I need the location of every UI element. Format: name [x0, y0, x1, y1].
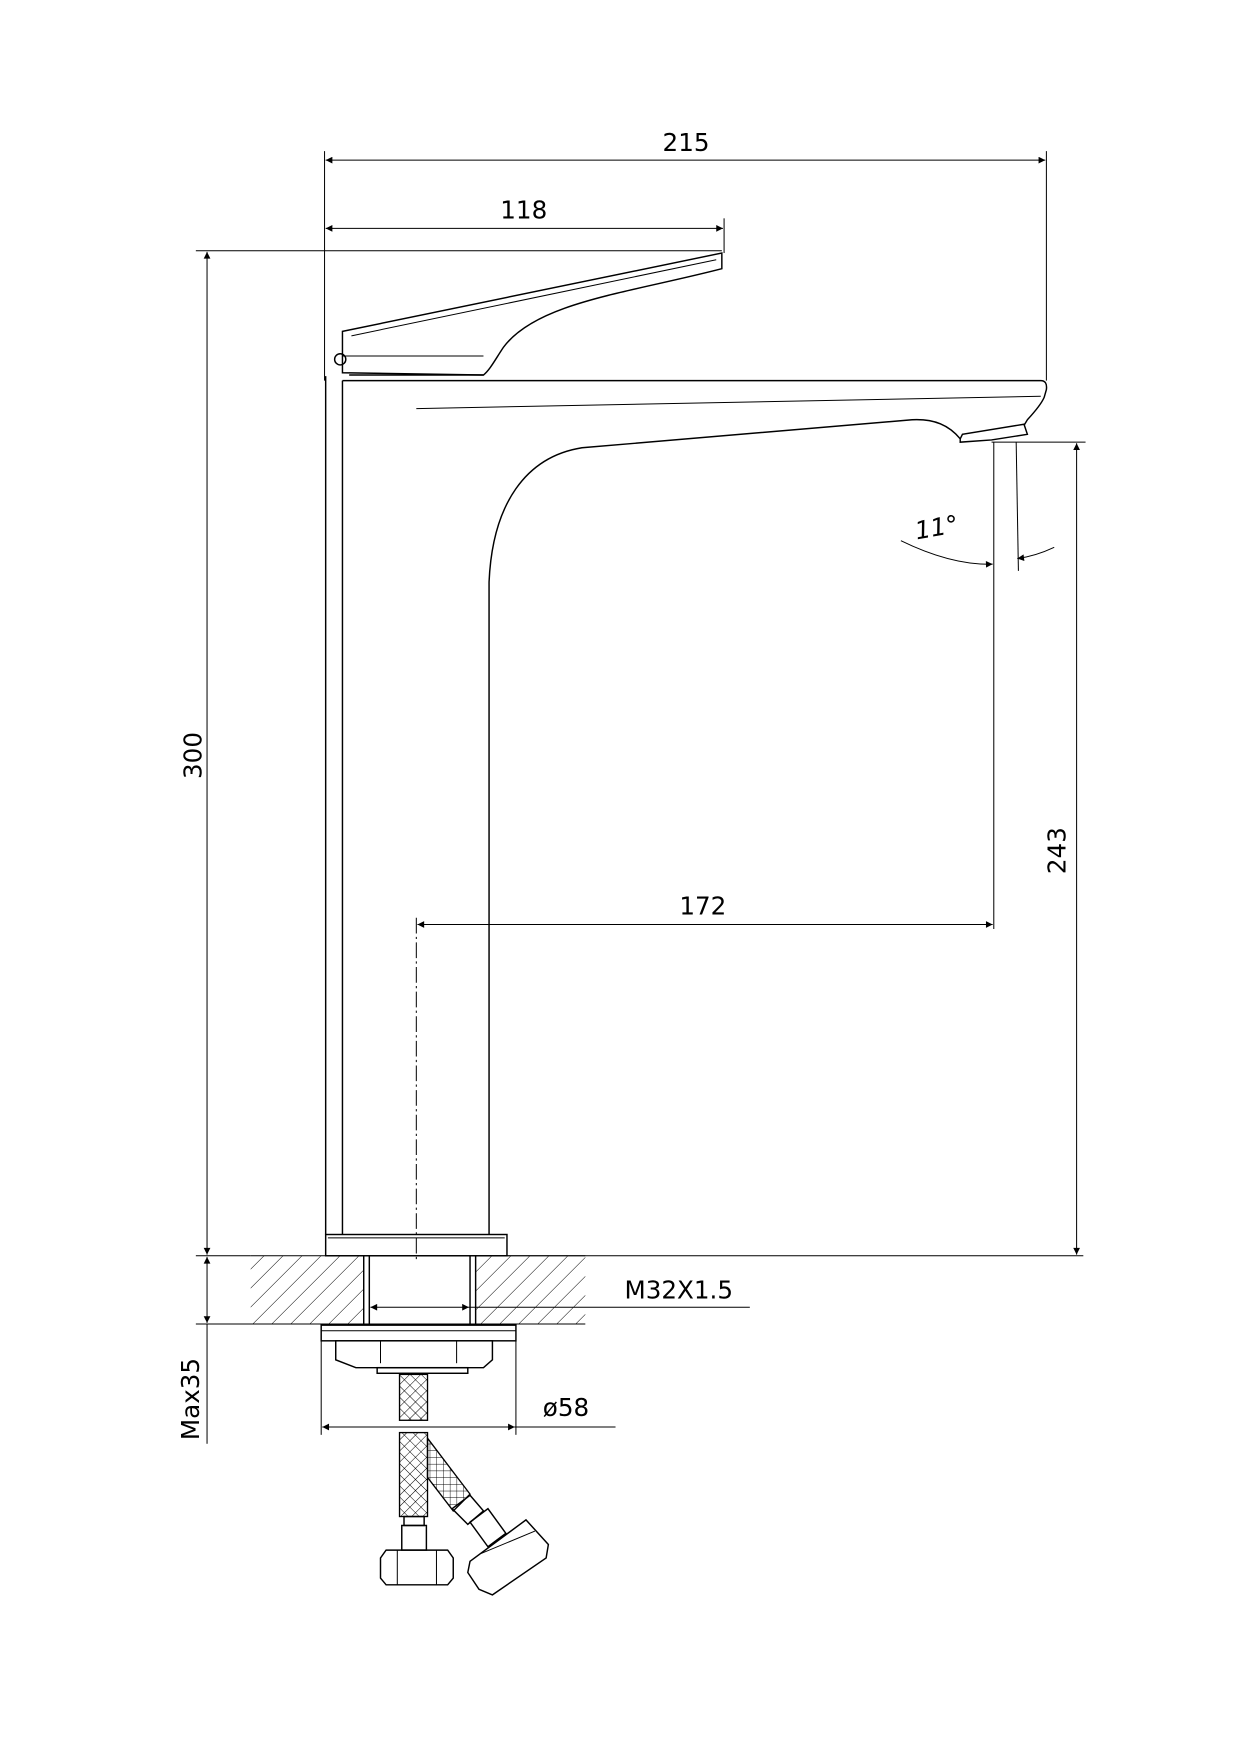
faucet-handle — [333, 252, 723, 376]
dimension-overall-height: 300 — [178, 250, 722, 1255]
dim-label-thread: M32X1.5 — [624, 1275, 733, 1304]
dim-label-diameter: ø58 — [543, 1393, 589, 1422]
dimension-spout-height: 243 — [506, 441, 1086, 1257]
dim-label-243: 243 — [1042, 827, 1071, 874]
dimension-handle-reach: 118 — [325, 195, 725, 254]
dimension-thread: M32X1.5 — [370, 1275, 750, 1311]
countertop-section — [195, 1255, 586, 1325]
dimension-spout-reach: 172 — [417, 442, 995, 929]
mounting-nut — [320, 1324, 517, 1375]
dim-label-300: 300 — [178, 732, 207, 779]
dim-label-118: 118 — [500, 195, 547, 224]
dimension-max-thickness: Max35 — [176, 1256, 211, 1444]
dimension-base-diameter: ø58 — [320, 1340, 616, 1435]
dim-label-215: 215 — [663, 128, 710, 157]
dim-label-172: 172 — [679, 891, 726, 920]
faucet-body — [324, 376, 1048, 1261]
dimension-overall-width: 215 — [324, 128, 1047, 381]
dim-label-11-degrees: 11° — [913, 509, 961, 545]
dim-label-max35: Max35 — [176, 1358, 205, 1440]
dimension-spout-angle: 11° — [900, 442, 1055, 571]
supply-hoses — [379, 1373, 550, 1596]
